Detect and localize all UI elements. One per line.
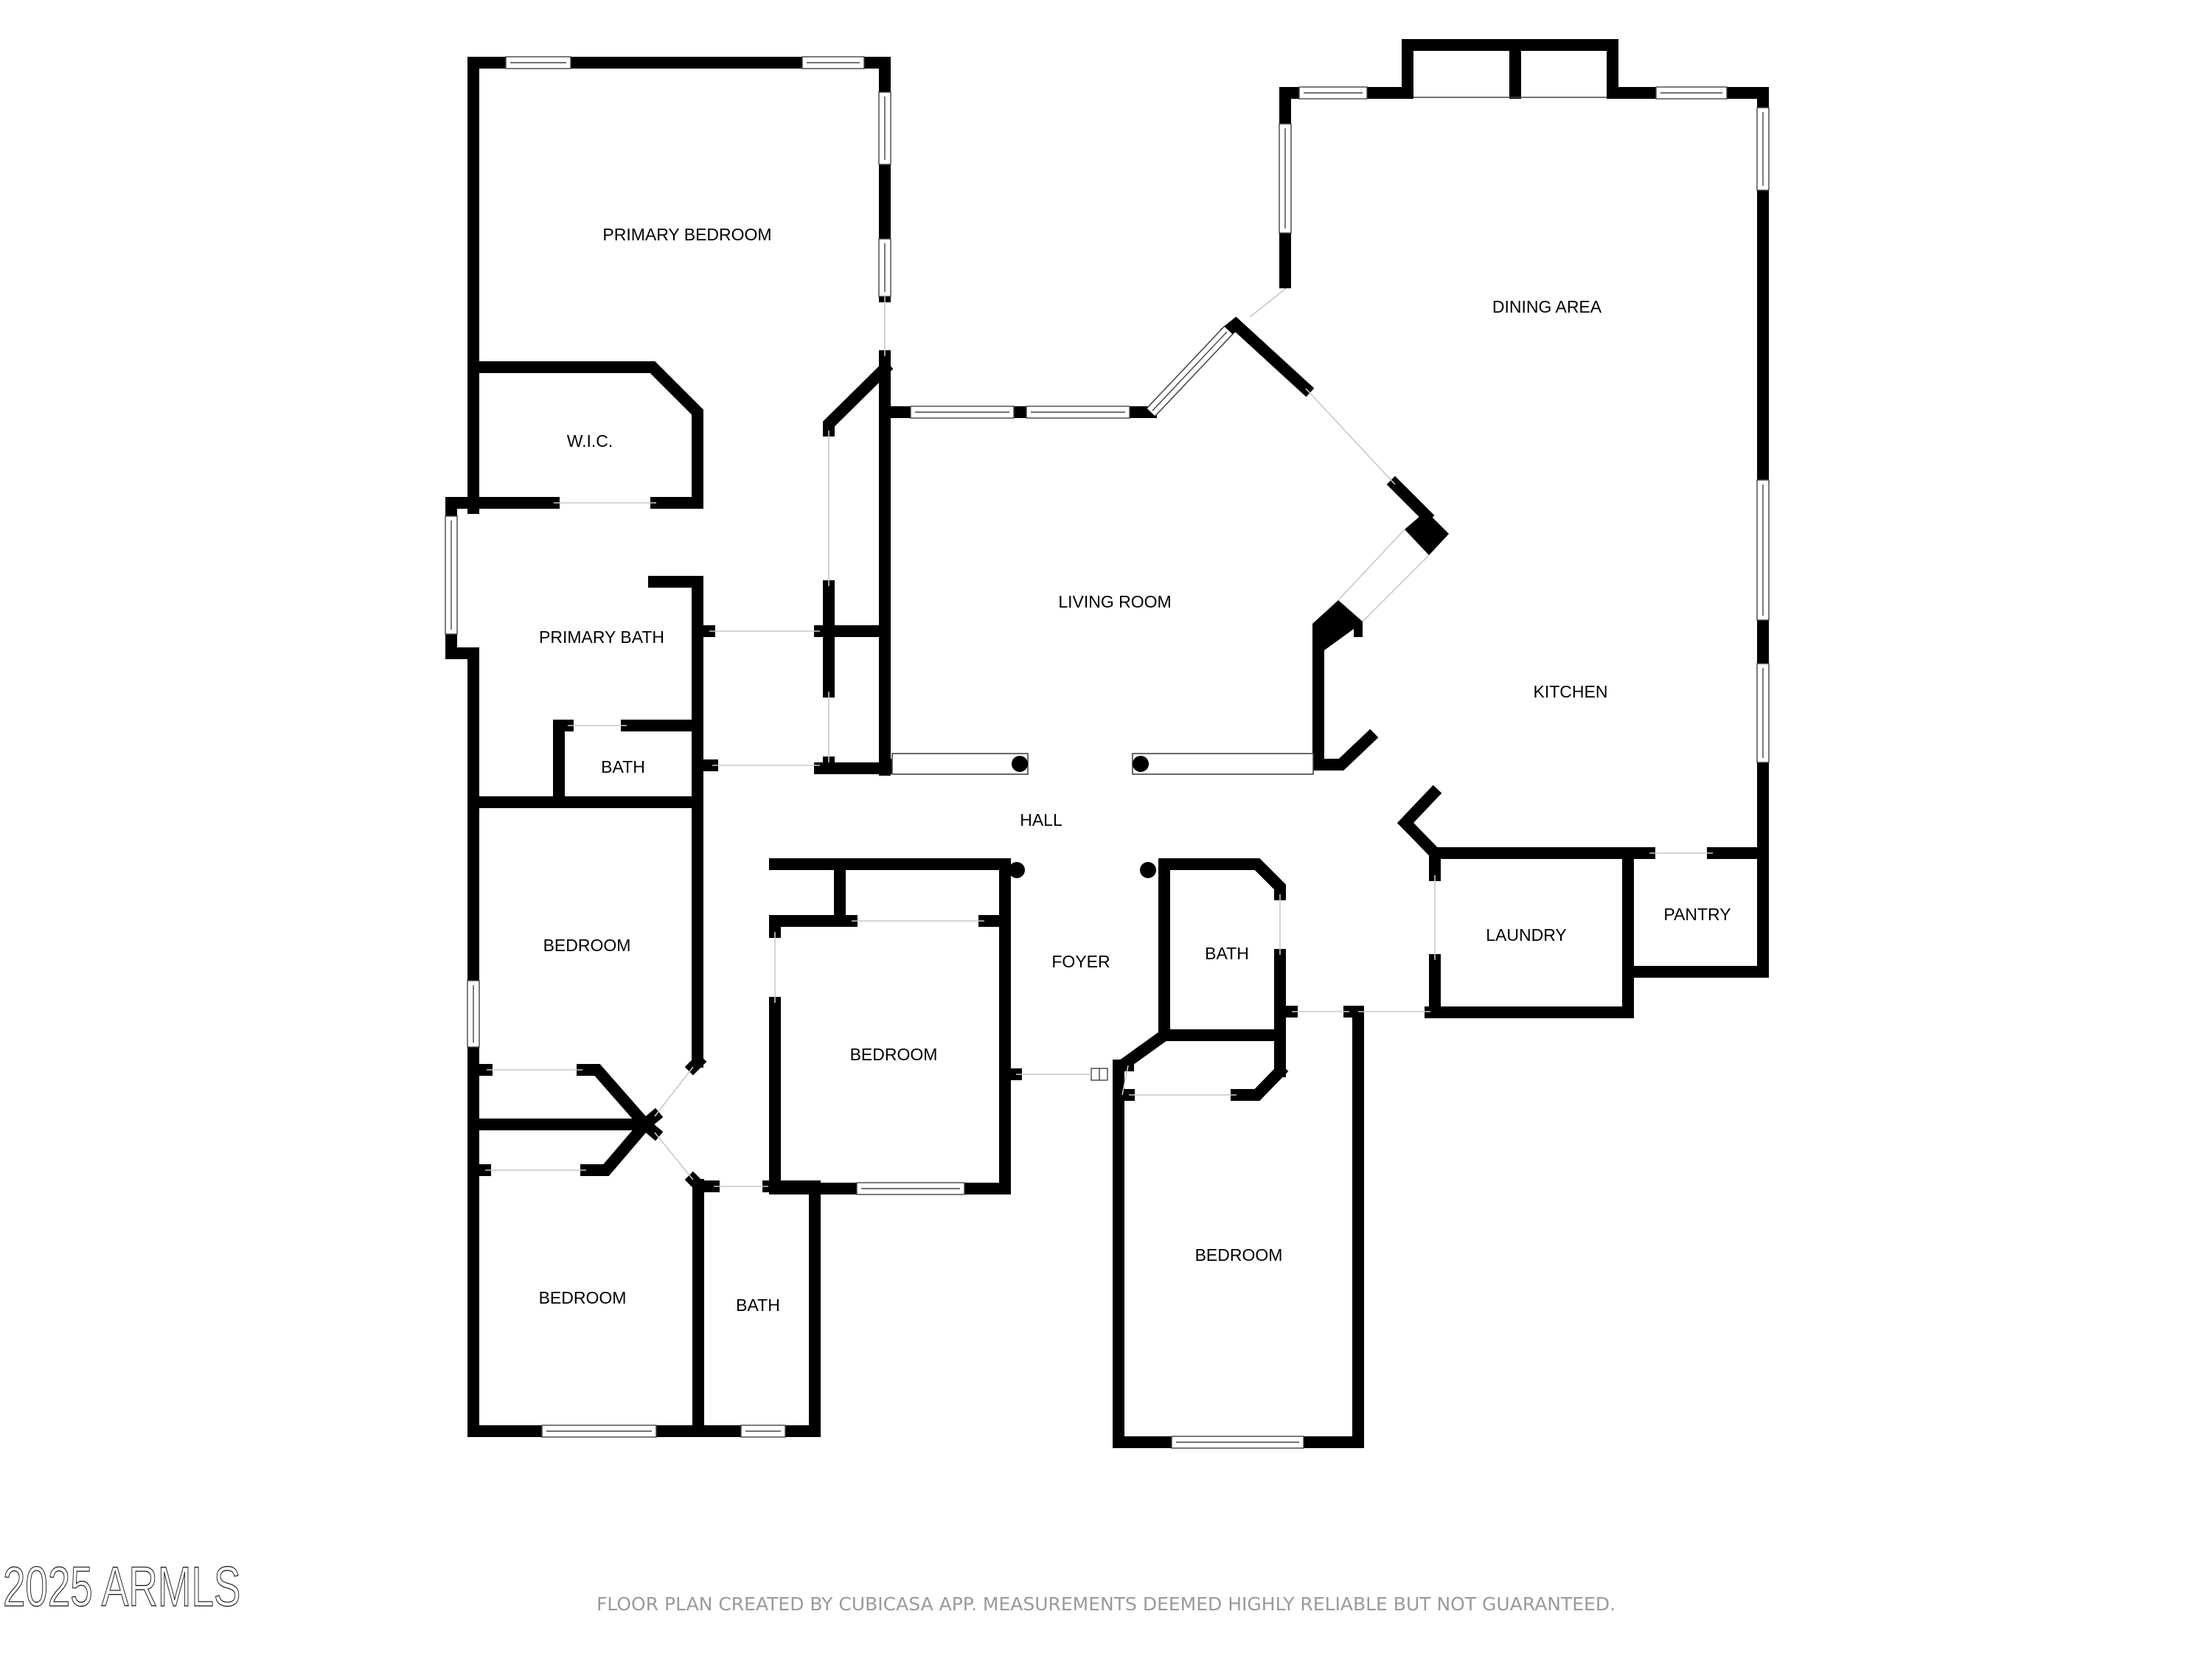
label-primary-bath: PRIMARY BATH — [539, 627, 664, 647]
label-foyer: FOYER — [1051, 952, 1110, 971]
counter-east — [1132, 753, 1314, 775]
column — [1133, 756, 1149, 772]
label-primary-bedroom: PRIMARY BEDROOM — [602, 225, 771, 244]
column — [1140, 862, 1156, 878]
label-wic: W.I.C. — [567, 431, 613, 451]
counters — [891, 753, 1314, 775]
columns — [1009, 756, 1156, 878]
counter-west — [891, 753, 1029, 775]
label-bath-west: BATH — [736, 1295, 780, 1315]
walls — [445, 39, 1769, 1448]
label-bedroom-west-upper: BEDROOM — [543, 936, 631, 955]
label-bath-wc: BATH — [601, 757, 645, 776]
column — [1009, 862, 1025, 878]
column — [1012, 756, 1028, 772]
label-hall: HALL — [1020, 810, 1062, 830]
label-dining-area: DINING AREA — [1492, 297, 1602, 316]
room-labels: PRIMARY BEDROOM W.I.C. PRIMARY BATH BATH… — [539, 225, 1731, 1315]
label-pantry: PANTRY — [1663, 905, 1731, 924]
windows — [445, 51, 1770, 1449]
label-kitchen: KITCHEN — [1534, 682, 1608, 701]
openings — [485, 288, 1713, 1187]
watermark: 2025 ARMLS — [3, 1556, 240, 1618]
label-bedroom-east: BEDROOM — [1195, 1245, 1283, 1265]
label-bath-east: BATH — [1205, 944, 1249, 963]
label-living-room: LIVING ROOM — [1058, 592, 1171, 611]
label-bedroom-west-lower: BEDROOM — [539, 1288, 627, 1307]
label-laundry: LAUNDRY — [1486, 925, 1567, 945]
label-bedroom-center: BEDROOM — [850, 1045, 938, 1064]
disclaimer-text: FLOOR PLAN CREATED BY CUBICASA APP. MEAS… — [597, 1593, 1615, 1615]
